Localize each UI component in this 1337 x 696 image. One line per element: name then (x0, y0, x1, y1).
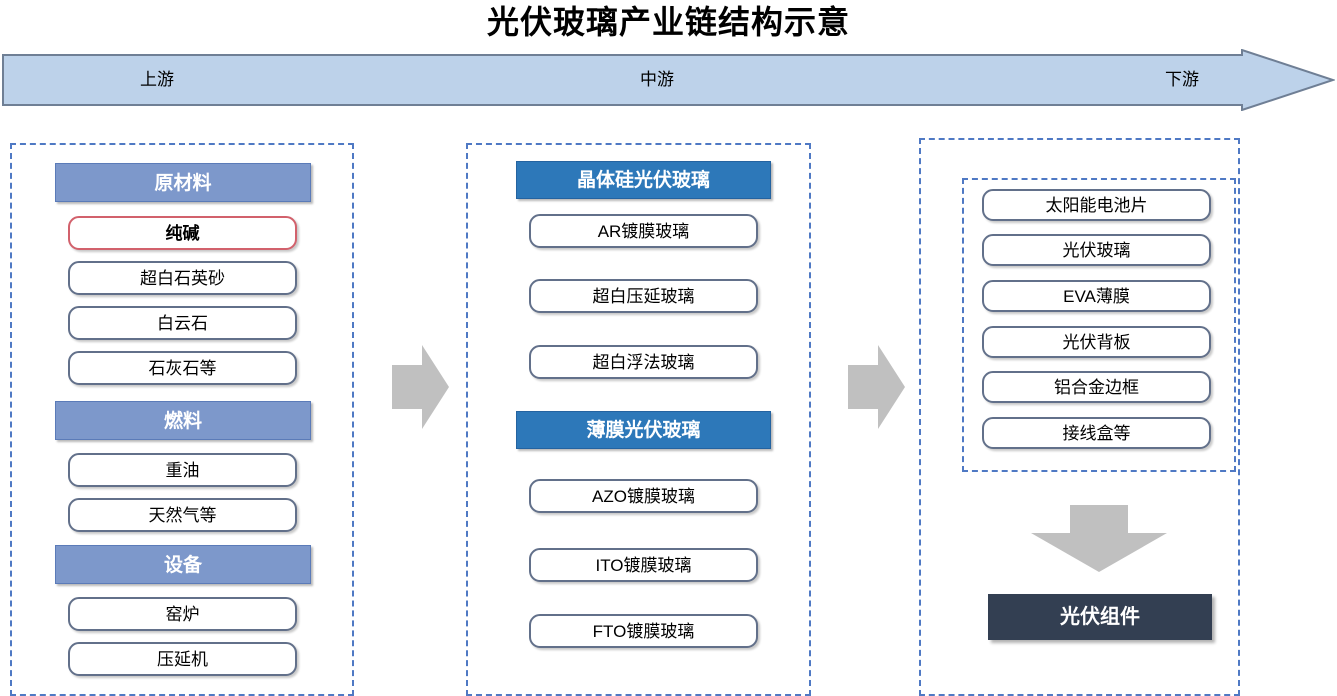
group-header-equipment: 设备 (55, 545, 311, 584)
page-title: 光伏玻璃产业链结构示意 (486, 4, 850, 40)
item-ultra-white-rolled-glass[interactable]: 超白压延玻璃 (529, 279, 758, 313)
item-kiln[interactable]: 窑炉 (68, 597, 297, 631)
group-header-fuel: 燃料 (55, 401, 311, 440)
item-aluminum-alloy-frame[interactable]: 铝合金边框 (982, 371, 1211, 403)
connector-arrow-down-to-module (1030, 505, 1168, 573)
banner-label-downstream: 下游 (1165, 70, 1199, 89)
item-azo-coated-glass[interactable]: AZO镀膜玻璃 (529, 479, 758, 513)
group-header-thin-film-pv-glass: 薄膜光伏玻璃 (516, 411, 771, 449)
banner-label-midstream: 中游 (640, 70, 674, 89)
group-header-raw-materials: 原材料 (55, 163, 311, 202)
item-rolling-machine[interactable]: 压延机 (68, 642, 297, 676)
value-chain-banner: 上游 中游 下游 (2, 49, 1335, 111)
item-soda-ash[interactable]: 纯碱 (68, 216, 297, 250)
connector-arrow-midstream-to-downstream (848, 345, 906, 430)
item-ultra-white-float-glass[interactable]: 超白浮法玻璃 (529, 345, 758, 379)
banner-label-upstream: 上游 (140, 70, 174, 89)
item-fto-coated-glass[interactable]: FTO镀膜玻璃 (529, 614, 758, 648)
item-solar-cell[interactable]: 太阳能电池片 (982, 189, 1211, 221)
connector-arrow-upstream-to-midstream (392, 345, 450, 430)
item-dolomite[interactable]: 白云石 (68, 306, 297, 340)
item-natural-gas[interactable]: 天然气等 (68, 498, 297, 532)
item-heavy-oil[interactable]: 重油 (68, 453, 297, 487)
item-ultra-white-quartz-sand[interactable]: 超白石英砂 (68, 261, 297, 295)
item-pv-backsheet[interactable]: 光伏背板 (982, 326, 1211, 358)
item-junction-box[interactable]: 接线盒等 (982, 417, 1211, 449)
item-ar-coated-glass[interactable]: AR镀膜玻璃 (529, 214, 758, 248)
group-header-crystalline-silicon-pv-glass: 晶体硅光伏玻璃 (516, 161, 771, 199)
item-eva-film[interactable]: EVA薄膜 (982, 280, 1211, 312)
banner-arrow-shape (2, 49, 1335, 111)
final-product-pv-module: 光伏组件 (988, 594, 1212, 640)
item-limestone[interactable]: 石灰石等 (68, 351, 297, 385)
item-ito-coated-glass[interactable]: ITO镀膜玻璃 (529, 548, 758, 582)
item-pv-glass[interactable]: 光伏玻璃 (982, 234, 1211, 266)
